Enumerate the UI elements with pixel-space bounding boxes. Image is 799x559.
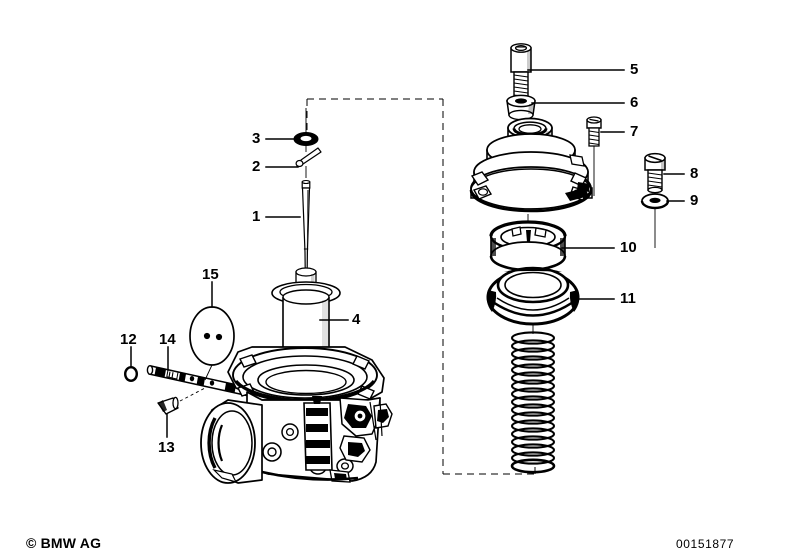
washer-part (506, 94, 536, 121)
diaphragm-ring-part (486, 266, 580, 326)
o-ring-part (123, 366, 138, 383)
callout-label-4: 4 (352, 311, 361, 328)
callout-label-6: 6 (630, 94, 639, 111)
callout-label-3: 3 (252, 130, 261, 147)
assembly-grouping-box (306, 98, 536, 475)
screw-7-part (586, 116, 602, 147)
needle-clip-part (295, 147, 322, 168)
callout-label-14: 14 (159, 331, 176, 348)
callout-leader-lines (130, 69, 685, 438)
callout-label-13: 13 (158, 439, 175, 456)
carburetor-body-part (200, 346, 393, 484)
callout-label-7: 7 (630, 123, 639, 140)
disc-to-shaft-locator (204, 364, 213, 381)
callout-label-1: 1 (252, 208, 261, 225)
callout-label-2: 2 (252, 158, 261, 175)
copyright-notice: © BMW AG (26, 535, 102, 551)
cap-screw-part (510, 43, 532, 104)
throttle-butterfly-disc-part (189, 306, 235, 366)
carb-center-slot (303, 396, 333, 471)
carburetor-top-cover-part (469, 117, 593, 213)
callout-label-11: 11 (620, 290, 636, 307)
coil-spring-part (510, 331, 556, 474)
diagram-part-number: 00151877 (676, 537, 735, 551)
callout-label-8: 8 (690, 165, 699, 182)
throttle-stop-screw-part (157, 387, 206, 415)
vacuum-piston-slide-part (271, 267, 341, 357)
callout-label-15: 15 (202, 266, 219, 283)
callout-label-12: 12 (120, 331, 137, 348)
carb-intake-throat (200, 399, 263, 484)
callout-label-5: 5 (630, 61, 639, 78)
spring-seat-collar-part (489, 220, 567, 272)
slotted-screw-part (644, 152, 666, 194)
carb-top-flange (227, 346, 385, 403)
carb-right-linkage (329, 397, 393, 483)
callout-label-9: 9 (690, 192, 699, 209)
washer-small-part (640, 193, 670, 210)
callout-label-10: 10 (620, 239, 637, 256)
retaining-washer-part (293, 132, 319, 146)
